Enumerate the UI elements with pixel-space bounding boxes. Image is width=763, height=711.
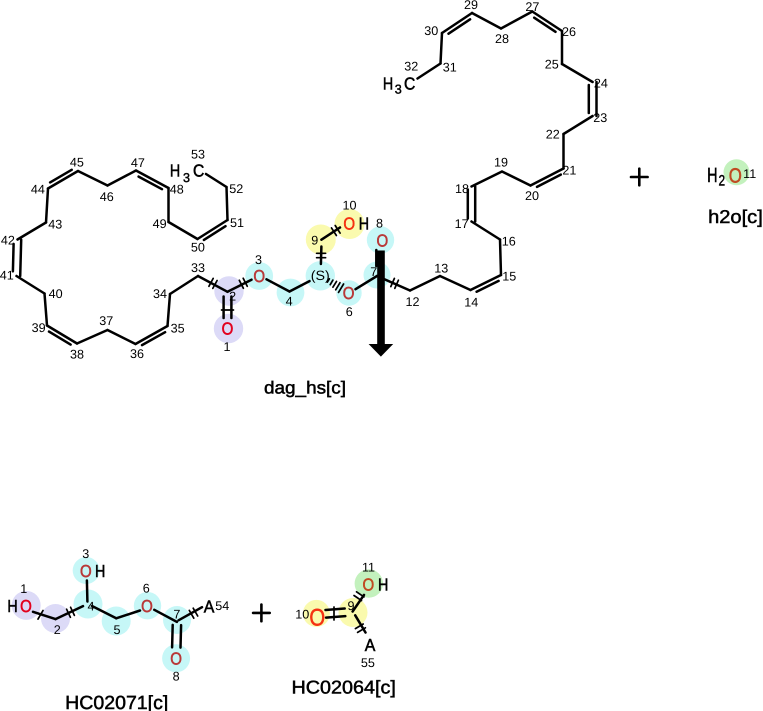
svg-text:46: 46 — [100, 190, 114, 204]
svg-text:21: 21 — [562, 164, 576, 178]
svg-text:39: 39 — [32, 321, 46, 335]
svg-text:4: 4 — [87, 600, 94, 614]
svg-text:25: 25 — [545, 58, 559, 72]
svg-text:3: 3 — [395, 81, 402, 96]
svg-text:A: A — [204, 596, 215, 616]
svg-text:26: 26 — [562, 25, 576, 39]
svg-text:9: 9 — [311, 233, 318, 247]
svg-text:H: H — [378, 574, 388, 594]
svg-text:3: 3 — [183, 170, 190, 185]
svg-text:7: 7 — [370, 265, 377, 279]
svg-text:6: 6 — [143, 582, 150, 596]
svg-text:3: 3 — [82, 547, 89, 561]
svg-text:O: O — [363, 574, 375, 594]
svg-text:44: 44 — [31, 183, 45, 197]
svg-text:2: 2 — [229, 289, 236, 303]
svg-text:32: 32 — [404, 60, 418, 74]
svg-text:C: C — [193, 161, 204, 181]
svg-text:31: 31 — [443, 60, 457, 74]
svg-text:45: 45 — [70, 156, 84, 170]
svg-text:1: 1 — [20, 582, 27, 596]
svg-text:29: 29 — [464, 0, 478, 12]
svg-text:1: 1 — [223, 340, 230, 354]
svg-text:8: 8 — [173, 670, 180, 684]
svg-text:2: 2 — [719, 172, 726, 189]
svg-text:O: O — [80, 561, 92, 581]
svg-text:O: O — [253, 266, 265, 286]
svg-text:23: 23 — [593, 111, 607, 125]
svg-text:O: O — [141, 596, 153, 616]
svg-text:H: H — [707, 164, 717, 187]
svg-text:15: 15 — [502, 269, 516, 283]
svg-text:O: O — [222, 319, 234, 339]
svg-text:H: H — [95, 561, 105, 581]
svg-text:O: O — [376, 231, 388, 251]
svg-text:dag_hs[c]: dag_hs[c] — [264, 378, 346, 398]
svg-text:6: 6 — [346, 305, 353, 319]
svg-text:11: 11 — [362, 561, 375, 575]
svg-text:51: 51 — [230, 216, 244, 230]
svg-text:50: 50 — [191, 241, 205, 255]
svg-text:10: 10 — [342, 198, 356, 212]
svg-text:24: 24 — [594, 77, 608, 91]
svg-text:27: 27 — [525, 0, 539, 14]
svg-text:20: 20 — [525, 189, 539, 203]
svg-text:48: 48 — [170, 183, 184, 197]
svg-text:8: 8 — [376, 217, 383, 231]
svg-text:37: 37 — [99, 314, 113, 328]
svg-text:(S): (S) — [311, 268, 330, 283]
svg-text:HC02071[c]: HC02071[c] — [65, 693, 168, 711]
svg-text:HC02064[c]: HC02064[c] — [292, 677, 396, 698]
svg-text:O: O — [729, 164, 742, 187]
svg-text:53: 53 — [191, 148, 205, 162]
svg-text:2: 2 — [54, 623, 61, 637]
svg-text:40: 40 — [49, 287, 63, 301]
svg-text:11: 11 — [743, 167, 756, 181]
svg-text:5: 5 — [113, 623, 120, 637]
svg-text:C: C — [404, 73, 415, 93]
svg-text:49: 49 — [153, 217, 167, 231]
svg-text:13: 13 — [434, 262, 448, 276]
svg-text:H: H — [7, 596, 17, 616]
svg-text:54: 54 — [215, 599, 229, 613]
svg-text:16: 16 — [502, 235, 516, 249]
svg-text:22: 22 — [546, 128, 560, 142]
svg-text:14: 14 — [464, 296, 478, 310]
svg-text:30: 30 — [424, 24, 438, 38]
svg-text:12: 12 — [405, 295, 419, 309]
svg-text:O: O — [343, 213, 355, 233]
svg-text:36: 36 — [130, 347, 144, 361]
svg-text:O: O — [309, 604, 325, 631]
svg-text:10: 10 — [295, 608, 309, 622]
svg-text:O: O — [170, 649, 182, 669]
svg-text:35: 35 — [171, 321, 185, 335]
svg-text:h2o[c]: h2o[c] — [708, 206, 763, 227]
svg-text:43: 43 — [48, 218, 62, 232]
svg-text:47: 47 — [131, 156, 145, 170]
svg-text:52: 52 — [229, 182, 243, 196]
svg-text:33: 33 — [191, 261, 205, 275]
svg-text:O: O — [20, 596, 32, 616]
svg-text:4: 4 — [286, 295, 293, 309]
svg-text:38: 38 — [70, 348, 84, 362]
svg-text:34: 34 — [153, 287, 167, 301]
svg-text:9: 9 — [347, 599, 354, 613]
svg-text:42: 42 — [1, 233, 15, 247]
svg-text:H: H — [383, 73, 393, 93]
svg-text:17: 17 — [455, 217, 469, 231]
svg-text:19: 19 — [494, 156, 508, 170]
svg-text:18: 18 — [455, 182, 469, 196]
svg-text:H: H — [170, 161, 180, 181]
svg-text:H: H — [359, 213, 369, 233]
svg-text:3: 3 — [255, 253, 262, 267]
svg-text:41: 41 — [0, 269, 14, 283]
svg-text:28: 28 — [495, 32, 509, 46]
svg-text:7: 7 — [173, 607, 180, 621]
svg-text:A: A — [365, 635, 376, 655]
svg-text:55: 55 — [361, 656, 375, 670]
svg-text:O: O — [343, 283, 355, 303]
